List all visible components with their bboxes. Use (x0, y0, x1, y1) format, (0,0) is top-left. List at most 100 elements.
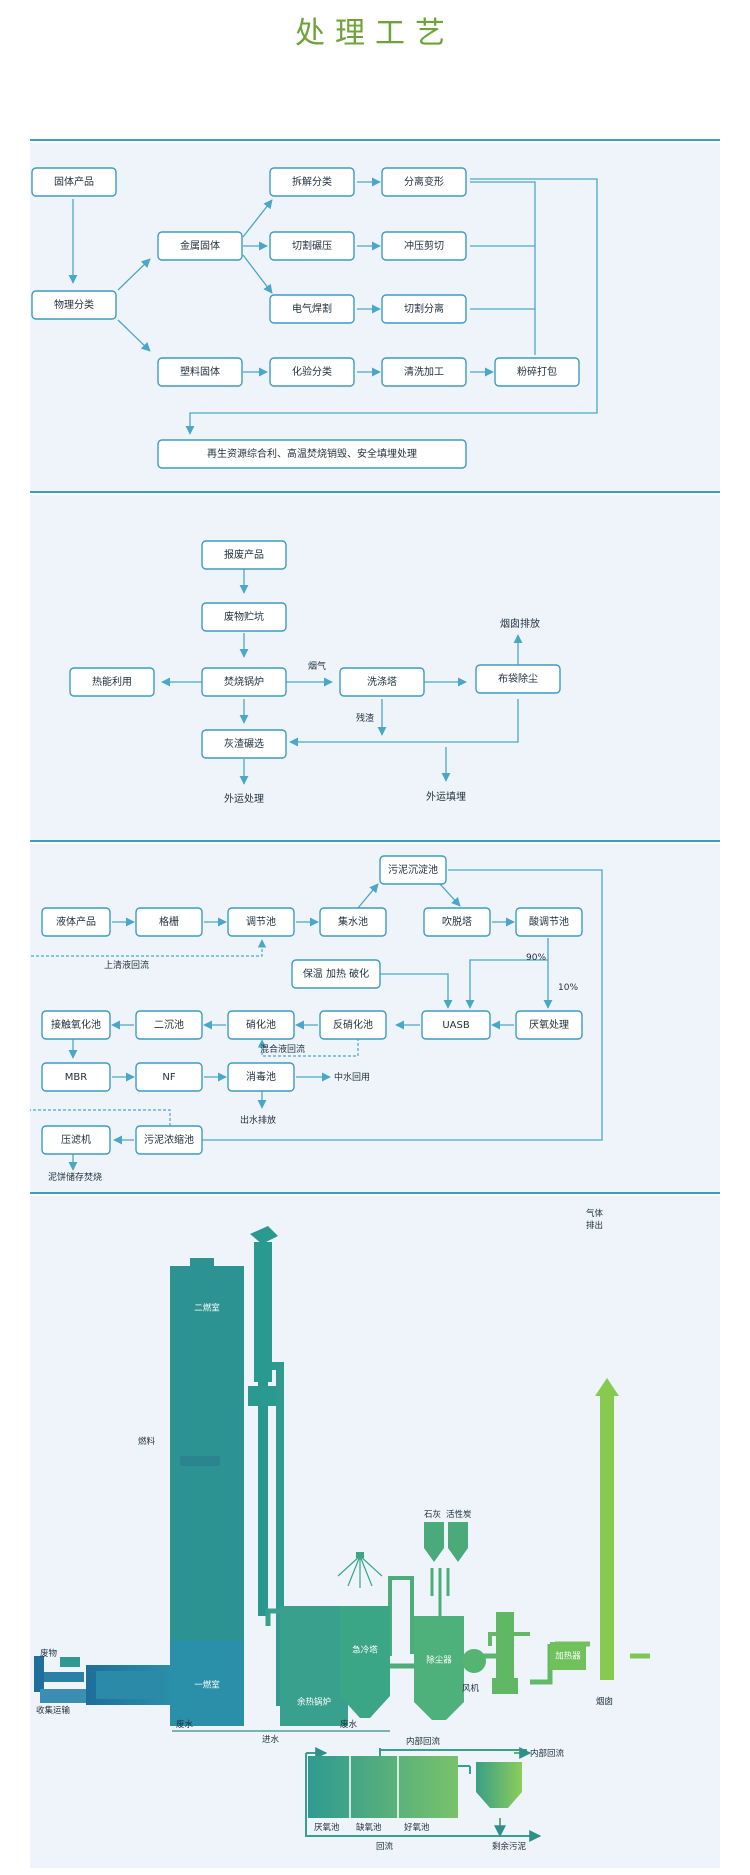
svg-text:除尘器: 除尘器 (426, 1655, 452, 1666)
box-disinfection: 消毒池 (227, 1062, 295, 1092)
plant-diagram: 一燃室 二燃室 余热锅炉 急冷塔 除尘器 加热器 (34, 1208, 650, 1852)
label-aerobic-tank: 好氧池 (404, 1822, 430, 1833)
box-cut-crush: 切割碾压 (269, 231, 355, 261)
bio-tanks (308, 1756, 458, 1818)
svg-text:金属固体: 金属固体 (180, 239, 220, 252)
label-chimney: 烟囱 (596, 1696, 613, 1707)
svg-text:二燃室: 二燃室 (194, 1303, 220, 1314)
label-exhaust: 排出 (586, 1220, 603, 1231)
svg-text:化验分类: 化验分类 (292, 365, 332, 378)
box-nitrification: 硝化池 (227, 1010, 295, 1040)
label-flue-gas: 烟气 (308, 660, 326, 672)
svg-text:加热器: 加热器 (555, 1651, 581, 1662)
box-contact-oxidation: 接触氧化池 (41, 1010, 111, 1040)
box-ash-sort: 灰渣碾选 (201, 729, 287, 759)
svg-text:液体产品: 液体产品 (56, 915, 96, 928)
svg-text:灰渣碾选: 灰渣碾选 (224, 737, 264, 750)
svg-text:酸调节池: 酸调节池 (529, 915, 569, 928)
label-anoxic-tank: 缺氧池 (356, 1822, 382, 1833)
label-lime: 石灰 (424, 1509, 441, 1520)
liquid-flow-diagram: 液体产品 格栅 调节池 集水池 污泥沉淀池 吹脱塔 酸调节池 保温 加热 破化 … (30, 855, 603, 1183)
svg-text:接触氧化池: 接触氧化池 (51, 1018, 101, 1031)
svg-text:废物贮坑: 废物贮坑 (224, 610, 264, 623)
svg-text:二沉池: 二沉池 (154, 1018, 184, 1031)
svg-text:污泥沉淀池: 污泥沉淀池 (388, 863, 438, 876)
svg-text:塑料固体: 塑料固体 (180, 365, 220, 378)
label-collect: 收集运输 (36, 1705, 71, 1716)
heater: 加热器 (550, 1642, 586, 1670)
label-fuel: 燃料 (138, 1436, 156, 1447)
box-heat-break: 保温 加热 破化 (291, 959, 381, 989)
label-cake-storage: 泥饼储存焚烧 (48, 1171, 102, 1183)
svg-text:MBR: MBR (65, 1072, 87, 1083)
box-scrubber: 洗涤塔 (339, 667, 425, 697)
svg-text:切割碾压: 切割碾压 (292, 239, 332, 252)
box-denitrification: 反硝化池 (319, 1010, 387, 1040)
svg-text:急冷塔: 急冷塔 (352, 1645, 378, 1656)
section-divider (30, 139, 720, 141)
box-sludge-thickener: 污泥浓缩池 (135, 1125, 203, 1155)
label-internal-reflux: 内部回流 (406, 1736, 441, 1747)
box-dismantle-sort: 拆解分类 (269, 167, 355, 197)
label-reflux: 回流 (376, 1841, 394, 1852)
svg-text:污泥浓缩池: 污泥浓缩池 (144, 1133, 194, 1146)
svg-text:压滤机: 压滤机 (61, 1133, 91, 1146)
lime-silo (424, 1522, 444, 1562)
liquid-process-panel: 液体产品 格栅 调节池 集水池 污泥沉淀池 吹脱塔 酸调节池 保温 加热 破化 … (30, 844, 720, 1192)
svg-text:分离变形: 分离变形 (404, 175, 444, 188)
box-filter-press: 压滤机 (41, 1125, 111, 1155)
carbon-silo (448, 1522, 468, 1562)
label-anaerobic-tank: 厌氧池 (314, 1822, 340, 1833)
stack (248, 1226, 278, 1406)
box-liquid-product: 液体产品 (41, 907, 111, 937)
svg-text:反硝化池: 反硝化池 (333, 1018, 373, 1031)
svg-text:硝化池: 硝化池 (246, 1018, 276, 1031)
box-sludge-settling: 污泥沉淀池 (379, 855, 447, 885)
label-residue: 残渣 (356, 712, 374, 724)
secondary-chamber: 二燃室 (170, 1258, 244, 1640)
incineration-flow-diagram: 报废产品 废物贮坑 焚烧锅炉 热能利用 洗涤塔 布袋除尘 烟囱排放 灰渣碾选 烟… (69, 540, 561, 805)
chimney (595, 1378, 619, 1680)
box-cut-separate: 切割分离 (381, 294, 467, 324)
svg-text:调节池: 调节池 (246, 915, 276, 928)
box-crush-pack: 粉碎打包 (494, 357, 580, 387)
fan (462, 1649, 486, 1673)
svg-text:布袋除尘: 布袋除尘 (498, 672, 538, 685)
svg-text:吹脱塔: 吹脱塔 (442, 915, 472, 928)
incineration-process-panel: 报废产品 废物贮坑 焚烧锅炉 热能利用 洗涤塔 布袋除尘 烟囱排放 灰渣碾选 烟… (30, 495, 720, 840)
svg-text:粉碎打包: 粉碎打包 (517, 365, 557, 378)
box-acid-regulating: 酸调节池 (515, 907, 583, 937)
scrubber-column (492, 1612, 518, 1694)
label-export-treatment: 外运处理 (224, 793, 264, 805)
label-excess-sludge: 剩余污泥 (492, 1841, 527, 1852)
svg-text:冲压剪切: 冲压剪切 (404, 239, 444, 252)
box-plastic-solid: 塑料固体 (157, 357, 243, 387)
box-nf: NF (135, 1062, 203, 1092)
svg-text:消毒池: 消毒池 (246, 1070, 276, 1083)
box-anaerobic: 厌氧处理 (515, 1010, 583, 1040)
box-physical-sort: 物理分类 (31, 290, 117, 320)
svg-text:固体产品: 固体产品 (54, 175, 94, 188)
box-metal-solid: 金属固体 (157, 231, 243, 261)
box-separate-deform: 分离变形 (381, 167, 467, 197)
svg-text:余热锅炉: 余热锅炉 (297, 1697, 331, 1708)
svg-text:洗涤塔: 洗涤塔 (367, 675, 397, 688)
svg-text:厌氧处理: 厌氧处理 (529, 1018, 569, 1031)
svg-text:清洗加工: 清洗加工 (404, 365, 444, 378)
label-90pct: 90% (526, 953, 546, 963)
label-wastewater-1: 废水 (176, 1719, 194, 1730)
svg-text:热能利用: 热能利用 (92, 675, 132, 688)
label-waste: 废物 (40, 1648, 58, 1659)
plant-illustration-panel: 一燃室 二燃室 余热锅炉 急冷塔 除尘器 加热器 (30, 1196, 720, 1868)
box-final-disposal: 再生资源综合利、高温焚烧销毁、安全填埋处理 (157, 439, 467, 469)
label-chimney-discharge: 烟囱排放 (500, 617, 540, 630)
box-secondary-settling: 二沉池 (135, 1010, 203, 1040)
clarifier (476, 1762, 522, 1808)
svg-text:焚烧锅炉: 焚烧锅炉 (224, 675, 264, 688)
svg-text:UASB: UASB (442, 1020, 470, 1031)
box-scrap-product: 报废产品 (201, 540, 287, 570)
label-supernatant-reflux: 上清液回流 (104, 959, 149, 971)
svg-text:切割分离: 切割分离 (404, 302, 444, 315)
svg-text:集水池: 集水池 (338, 915, 368, 928)
waste-heat-boiler: 余热锅炉 (280, 1606, 348, 1726)
